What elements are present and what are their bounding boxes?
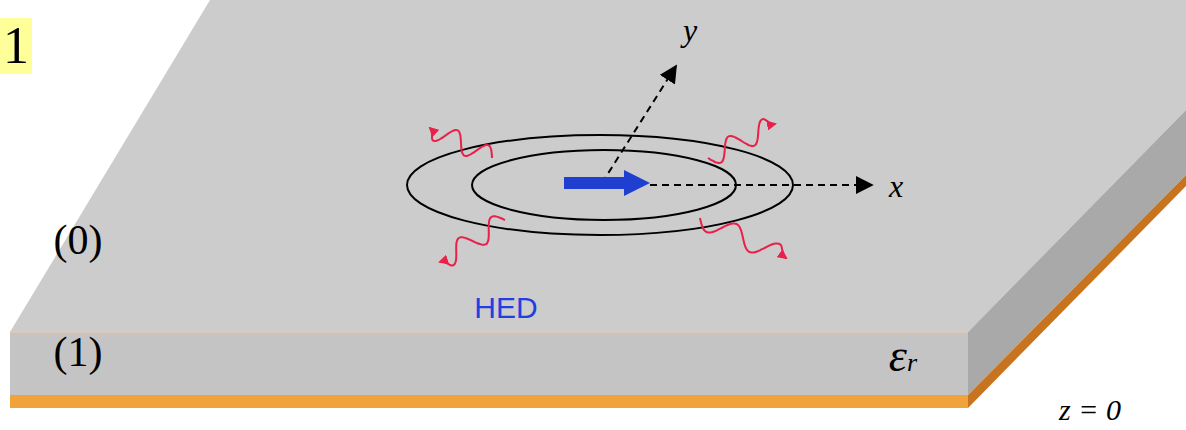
interface-line [10,331,968,333]
y-axis [602,66,676,183]
x-axis [650,184,872,186]
figure-number: 1 [3,20,29,72]
slab-top [10,0,1186,332]
axis-label: x [889,170,903,202]
plane-label: z = 0 [1059,395,1121,425]
region-label: (1) [54,331,103,373]
ground-plane-side [968,175,1186,408]
region-label: (0) [54,219,103,261]
slab-front [10,332,968,395]
radiation-wave [430,128,492,158]
axis-label: y [683,14,697,46]
dipole-body [564,177,626,189]
source-label: HED [474,293,537,323]
figure-number-box: 1 [0,18,32,74]
dipole-head [624,170,650,196]
radiation-wave [440,216,505,265]
radiation-arrows [430,119,786,266]
radiation-wave [700,218,786,258]
permittivity-label: εr [889,333,917,379]
radiation-wave [708,119,775,163]
ground-plane [10,395,968,408]
slab-side [968,110,1186,395]
wavefront [472,150,736,220]
